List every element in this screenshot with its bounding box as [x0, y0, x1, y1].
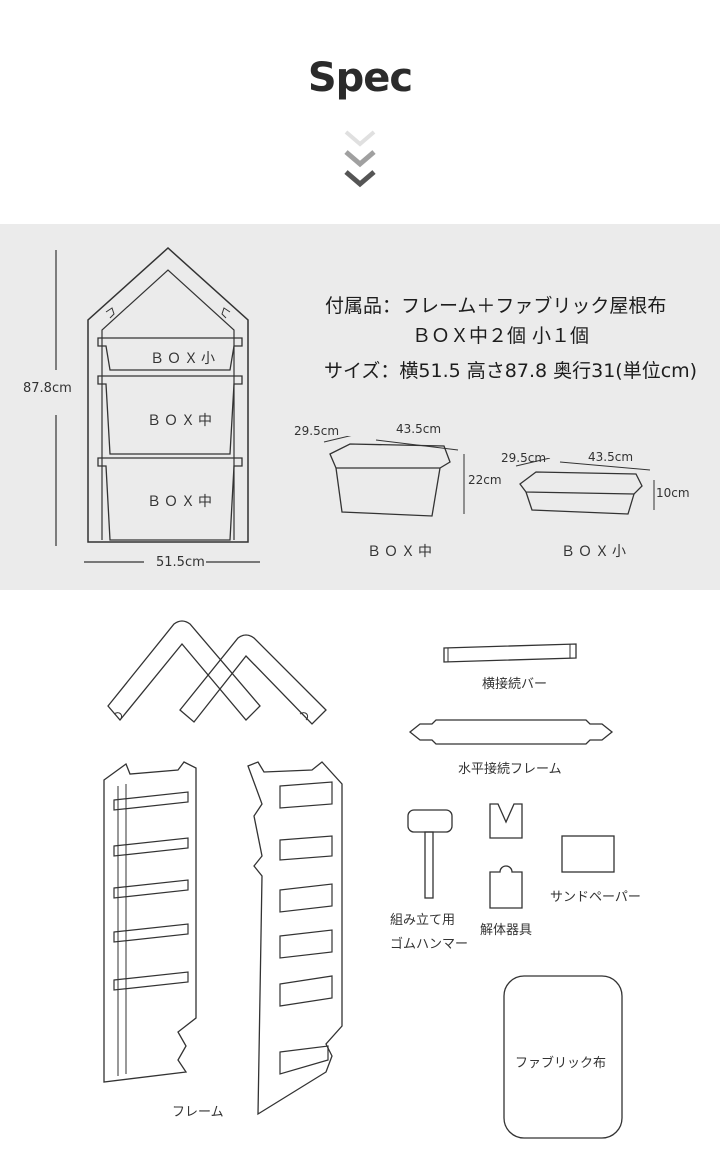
- box-medium-caption: ＢＯＸ中: [367, 544, 435, 560]
- sandpaper-label: サンドペーパー: [550, 890, 641, 905]
- box-medium-label: ＢＯＸ中: [147, 494, 215, 510]
- frame-label: フレーム: [172, 1105, 224, 1120]
- sandpaper-icon: [561, 835, 615, 873]
- hammer-label-1: 組み立て用: [390, 913, 456, 928]
- accessories-line-2: ＢＯＸ中２個 小１個: [412, 325, 590, 347]
- box-small-caption: ＢＯＸ小: [561, 544, 629, 560]
- box-small-width: 43.5cm: [588, 450, 634, 464]
- page-title: Spec: [307, 55, 413, 101]
- box-small-drawing: [515, 458, 655, 515]
- hammer-label-2: ゴムハンマー: [390, 937, 469, 952]
- disassembly-tool-label: 解体器具: [480, 923, 533, 938]
- width-label: 51.5cm: [156, 555, 205, 570]
- hammer-icon: [407, 809, 453, 899]
- frame-panel-left-drawing: [103, 761, 197, 1083]
- height-label: 87.8cm: [23, 381, 72, 396]
- horizontal-frame-drawing: [408, 719, 614, 745]
- accessories-line-1: 付属品：フレーム＋ファブリック屋根布: [325, 295, 667, 317]
- frame-panel-right-drawing: [247, 761, 343, 1116]
- box-small-height: 10cm: [656, 486, 690, 500]
- box-medium-label: ＢＯＸ中: [147, 413, 215, 429]
- bar-label: 横接続バー: [482, 677, 548, 692]
- box-medium-height: 22cm: [468, 473, 502, 487]
- box-small-label: ＢＯＸ小: [150, 351, 218, 367]
- roof-pieces-drawing: [107, 620, 327, 725]
- box-medium-width: 43.5cm: [396, 422, 442, 436]
- fabric-label: ファブリック布: [515, 1056, 607, 1071]
- box-medium-drawing: [323, 436, 465, 517]
- size-line: サイズ：横51.5 高さ87.8 奥行31(単位cm): [324, 360, 698, 382]
- bar-drawing: [443, 643, 577, 663]
- box-small-depth: 29.5cm: [501, 451, 547, 465]
- frame-diagram: [55, 246, 260, 563]
- box-medium-depth: 29.5cm: [294, 424, 340, 438]
- disassembly-tool-icon: [489, 803, 523, 909]
- chevron-down-icon: [340, 128, 380, 190]
- horizontal-frame-label: 水平接続フレーム: [458, 762, 562, 777]
- fabric-drawing: [503, 975, 623, 1139]
- spec-panel: [0, 224, 720, 590]
